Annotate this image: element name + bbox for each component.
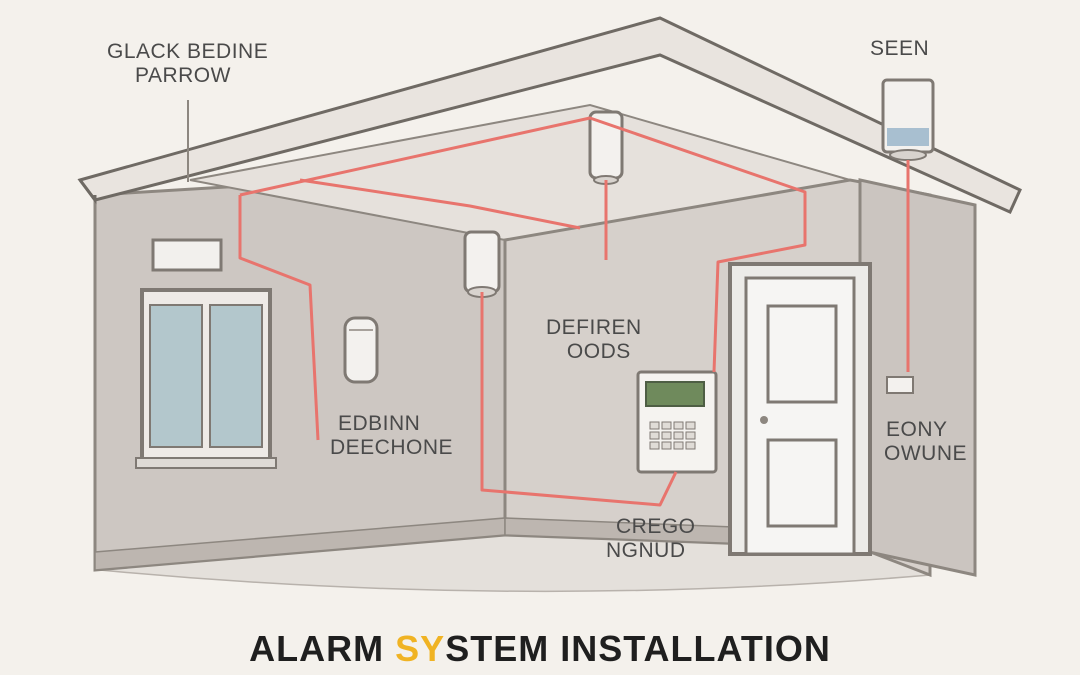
label-keypad-control-line1: CREGO <box>616 515 696 538</box>
right-exterior-wall <box>858 178 977 577</box>
siren-unit <box>881 78 935 161</box>
label-edbinn-line2: DEECHONE <box>330 436 454 459</box>
title-part2: STEM INSTALLATION <box>445 628 831 669</box>
label-eony-line2: OWUNE <box>884 442 967 465</box>
diagram-title: ALARM SYSTEM INSTALLATION <box>0 628 1080 670</box>
label-defiren-line2: OODS <box>566 340 631 363</box>
label-siren: SEEN <box>870 37 930 60</box>
label-glass-break-line2: PARROW <box>135 64 231 87</box>
roof-edge <box>78 179 97 205</box>
label-edbinn: EDBINN DEECHONE <box>330 412 453 460</box>
floor <box>99 534 931 593</box>
label-edbinn-line1: EDBINN <box>338 412 421 435</box>
alarm-wiring <box>187 100 910 507</box>
label-keypad-control: CREGO NGNUD <box>606 515 696 563</box>
title-part1: ALARM <box>249 628 396 669</box>
label-keypad-control-line2: NGNUD <box>606 539 686 562</box>
wire-ceiling-loop <box>239 116 807 373</box>
door <box>728 262 872 556</box>
wall-sensor-box <box>151 238 223 272</box>
label-glass-break: GLACK BEDINE PARROW <box>107 40 268 88</box>
label-defiren-line1: DEFIREN <box>546 316 642 339</box>
wire-floor-run <box>480 292 678 507</box>
ceiling-detector-2 <box>463 230 501 298</box>
window <box>135 288 277 469</box>
wall-motion-sensor <box>343 316 379 384</box>
label-eony-line1: EONY <box>886 418 948 441</box>
label-defiren: DEFIREN OODS <box>546 316 642 364</box>
wire-ceiling-cross <box>299 178 581 230</box>
label-eony: EONY OWUNE <box>884 418 967 466</box>
control-keypad <box>636 370 718 474</box>
label-glass-break-line1: GLACK BEDINE <box>107 40 269 63</box>
wire-left-wall <box>238 195 320 441</box>
door-sensor <box>886 376 914 394</box>
title-highlight: SY <box>395 628 446 669</box>
